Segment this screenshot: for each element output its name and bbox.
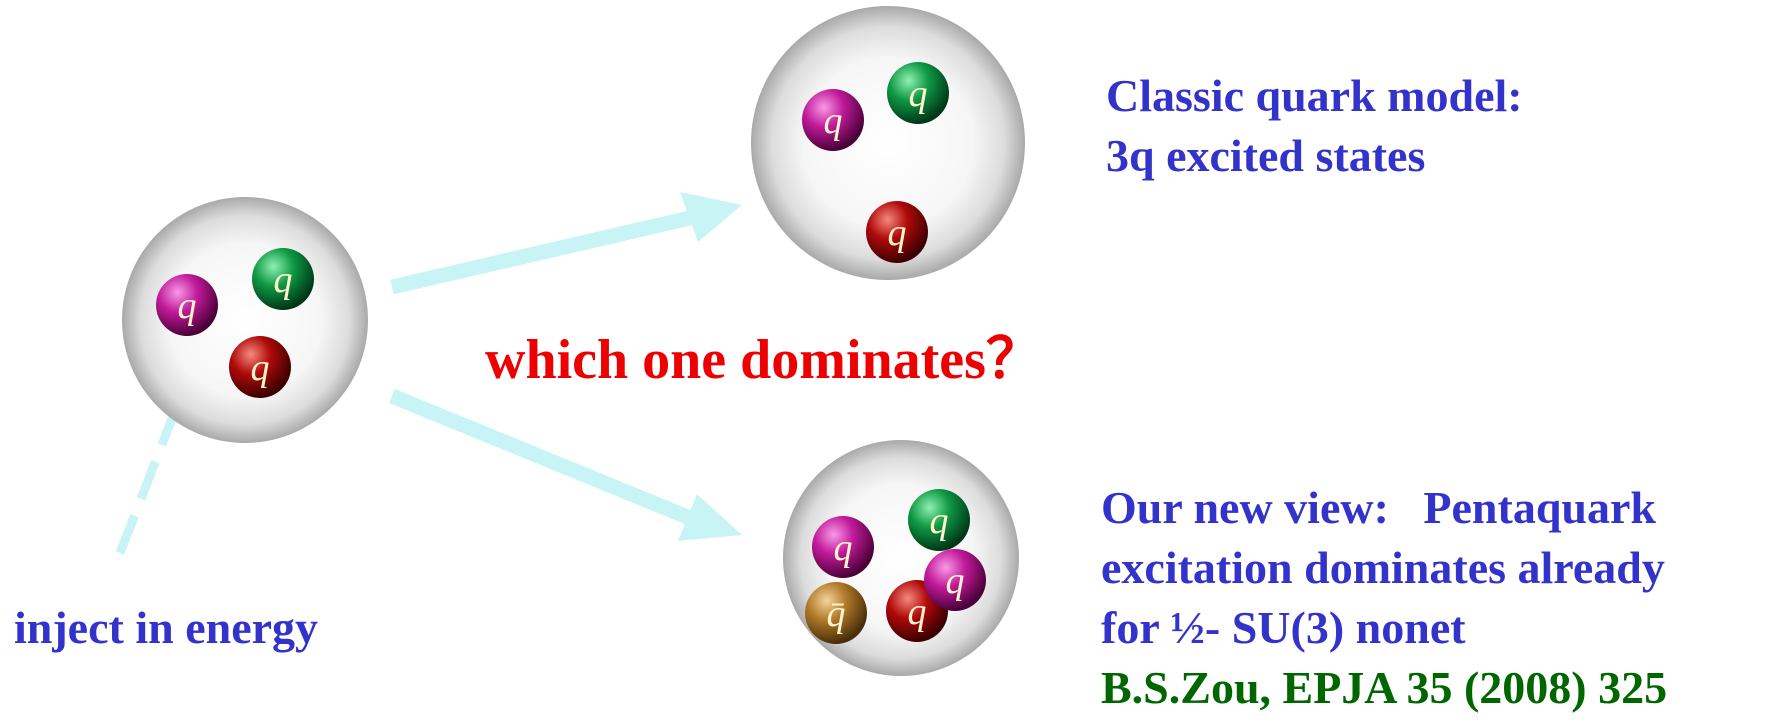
- quark-ball: q: [866, 201, 928, 263]
- svg-text:q: q: [908, 591, 927, 633]
- arrow-to-3q-state: [390, 192, 742, 295]
- ground-state-baryon: [122, 197, 368, 443]
- three-quark-excited-baryon: [751, 6, 1025, 280]
- new-view-line-1: Our new view: Pentaquark: [1101, 482, 1656, 533]
- quark-ball: q: [924, 549, 986, 611]
- svg-text:q: q: [930, 500, 949, 542]
- quark-ball: q: [887, 62, 949, 124]
- reference-citation: B.S.Zou, EPJA 35 (2008) 325: [1101, 662, 1668, 713]
- quark-ball: q: [229, 336, 291, 398]
- inject-energy-label: inject in energy: [14, 602, 319, 653]
- antiquark-ball: q̄: [805, 582, 867, 644]
- new-view-line-2: excitation dominates already: [1101, 542, 1665, 593]
- question-label: which one dominates？: [485, 329, 1042, 391]
- quark-ball: q: [252, 248, 314, 310]
- svg-text:q: q: [824, 100, 843, 142]
- new-view-line-3: for ½- SU(3) nonet: [1101, 602, 1466, 653]
- classic-model-title: Classic quark model:: [1106, 70, 1523, 121]
- svg-text:q: q: [274, 259, 293, 301]
- svg-text:q: q: [909, 73, 928, 115]
- svg-text:q: q: [946, 560, 965, 602]
- classic-model-caption: Classic quark model: 3q excited states: [1106, 66, 1523, 186]
- svg-text:q̄: q̄: [827, 593, 846, 635]
- quark-ball: q: [156, 274, 218, 336]
- quark-ball: q: [908, 489, 970, 551]
- classic-model-subtitle: 3q excited states: [1106, 130, 1426, 181]
- svg-text:q: q: [251, 347, 270, 389]
- svg-text:q: q: [834, 527, 853, 569]
- quark-ball: q: [812, 516, 874, 578]
- quark-ball: q: [802, 89, 864, 151]
- new-view-caption: Our new view: Pentaquark excitation domi…: [1101, 478, 1667, 718]
- svg-text:q: q: [888, 212, 907, 254]
- svg-text:q: q: [178, 285, 197, 327]
- arrow-to-pentaquark-state: [389, 389, 742, 541]
